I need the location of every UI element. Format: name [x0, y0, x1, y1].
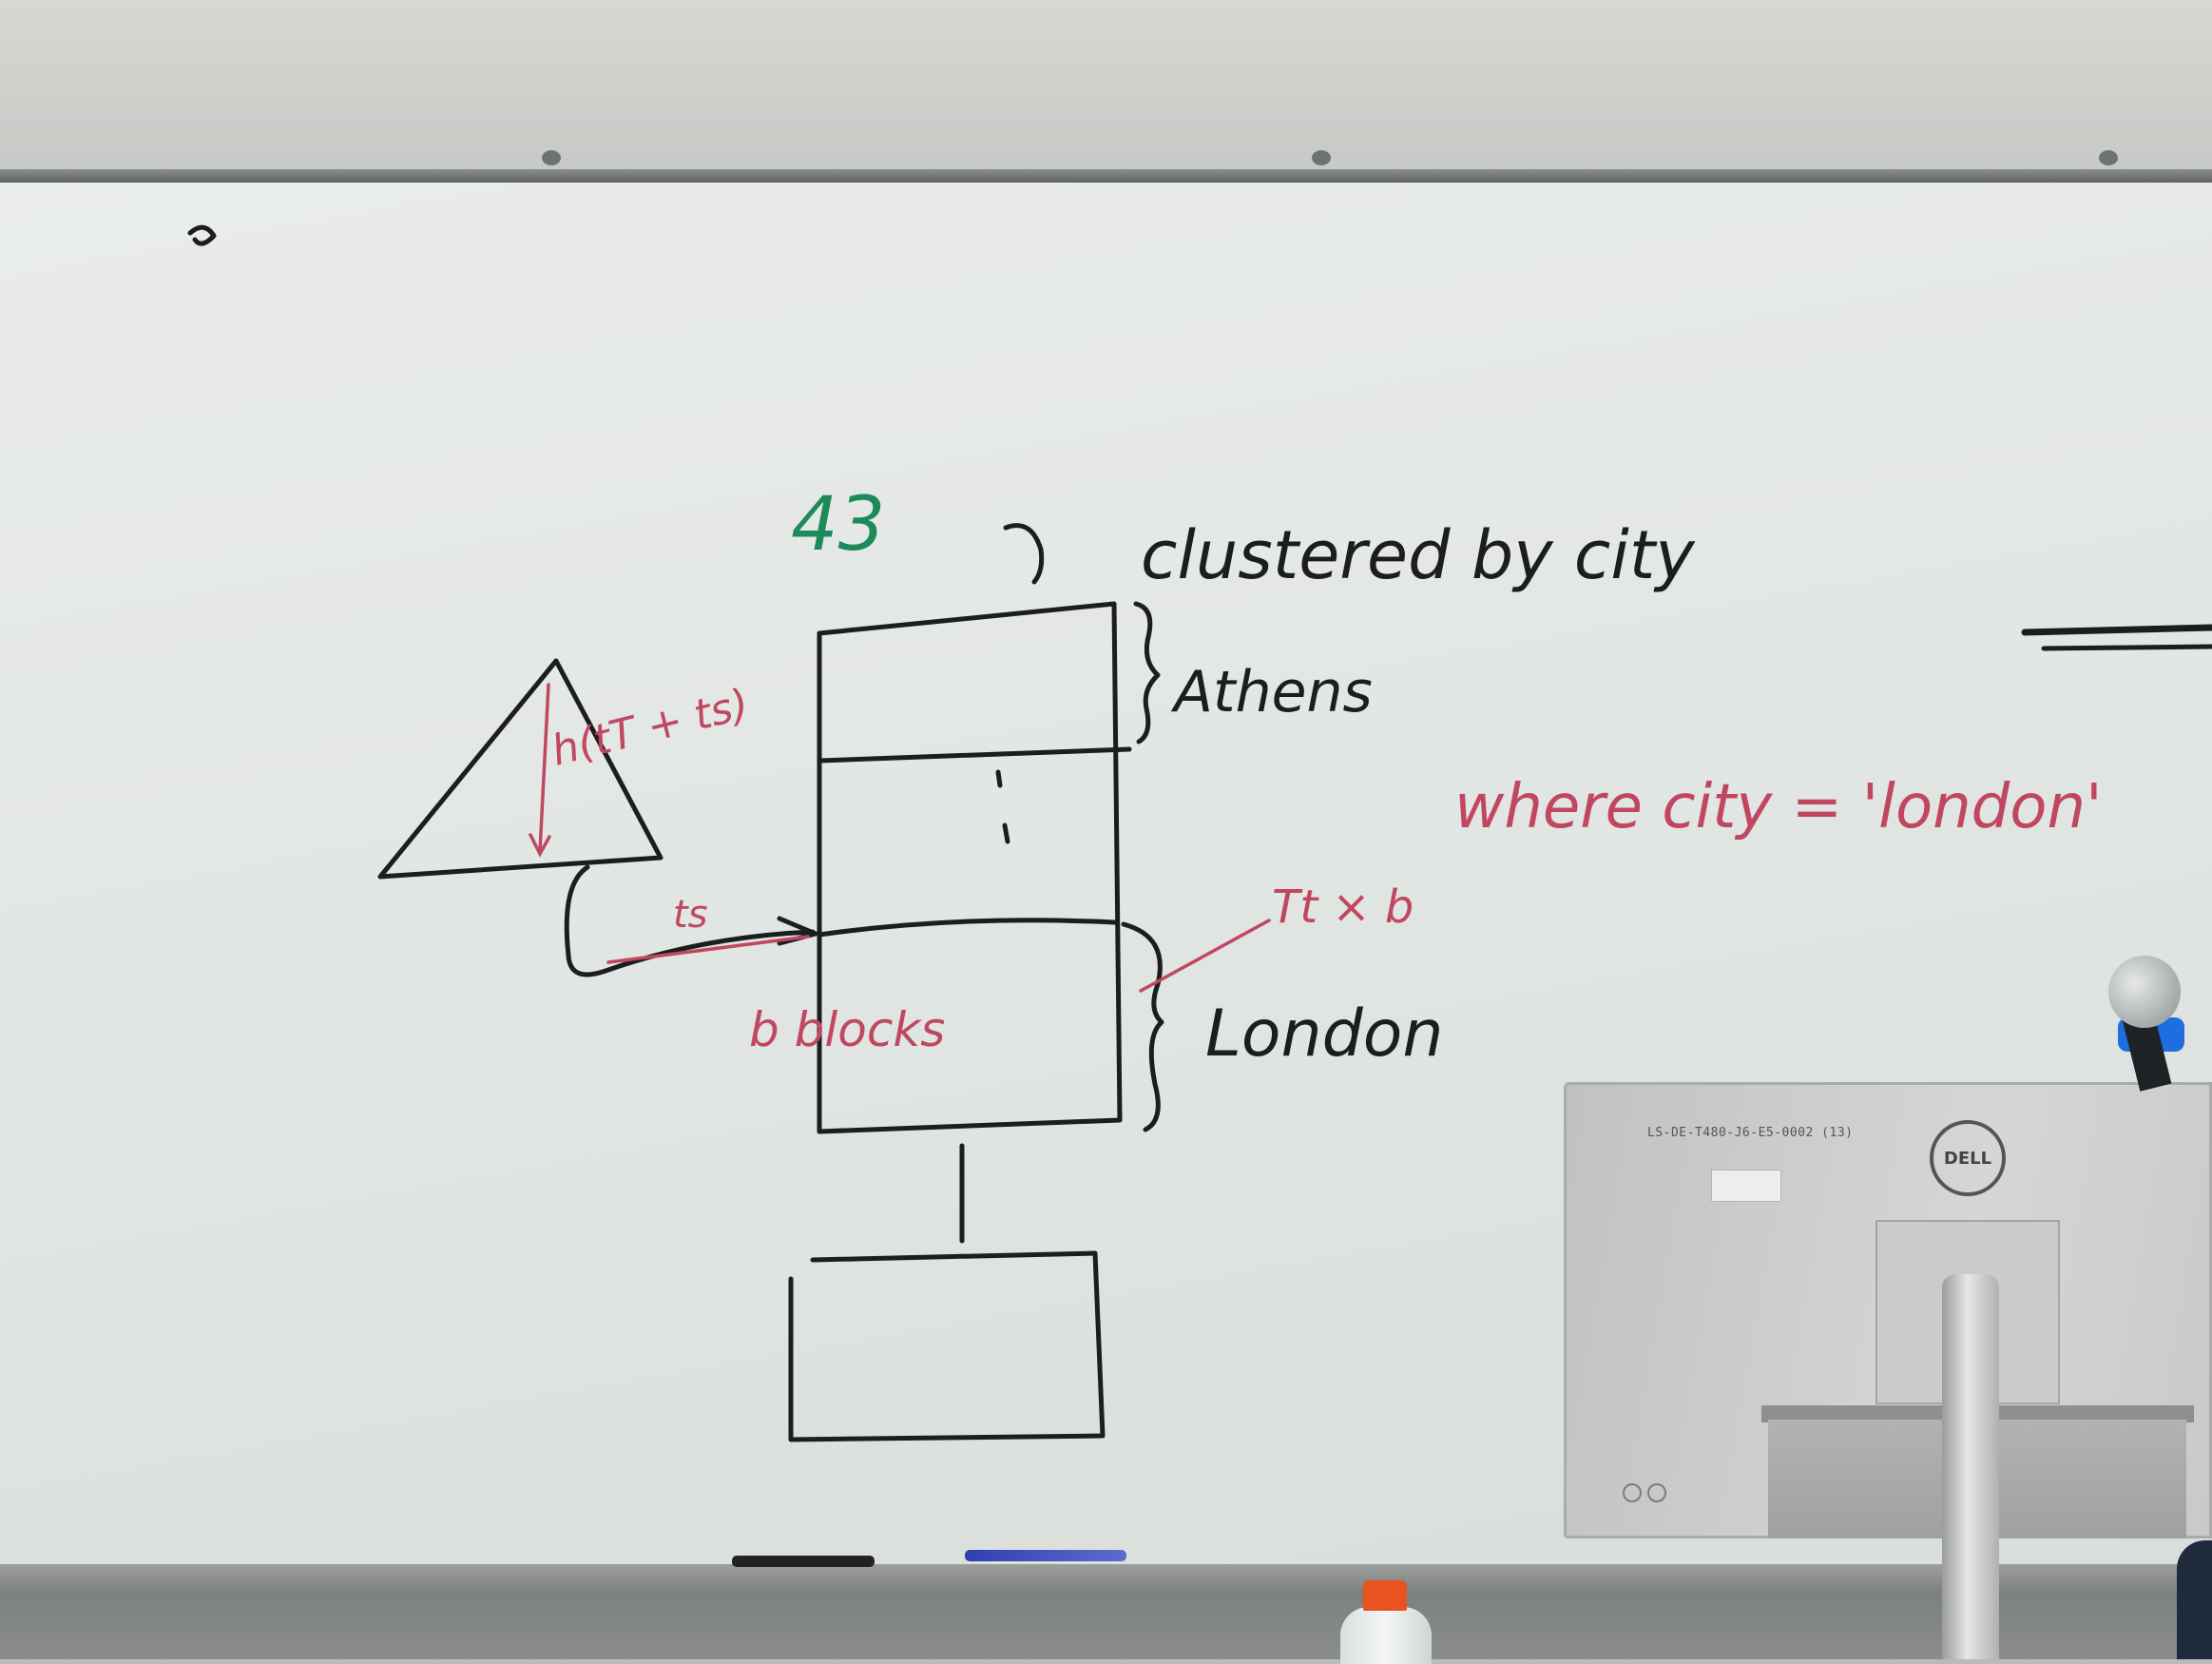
seek-label: ts: [673, 893, 708, 937]
index-triangle: [377, 658, 664, 880]
board-number: 43: [791, 482, 885, 568]
rail-screw: [1312, 150, 1331, 165]
monitor-stand: [1942, 1274, 1999, 1659]
marker-tray: [0, 1564, 2212, 1659]
athens-label: Athens: [1170, 659, 1373, 726]
athens-brace: [1133, 601, 1161, 745]
monitor: LS-DE-T480-J6-E5-0002 (13) DELL: [1564, 1082, 2212, 1538]
rail-screw: [542, 150, 561, 165]
top-rail: [0, 169, 2212, 183]
lower-box-outline: [788, 1250, 1106, 1442]
bottle-cap: [1363, 1580, 1407, 1611]
pointer-arrow: [564, 864, 816, 977]
athens-divider: [817, 746, 1132, 764]
monitor-button[interactable]: [1647, 1483, 1666, 1502]
cost-formula: h(tT + ts): [547, 680, 753, 776]
monitor-asset-tag: LS-DE-T480-J6-E5-0002 (13): [1647, 1126, 1854, 1140]
wall-top: [0, 0, 2212, 171]
water-bottle: [1340, 1607, 1432, 1664]
height-arrow: [538, 683, 550, 853]
clustered-note: clustered by city: [1141, 516, 1696, 594]
monitor-button[interactable]: [1623, 1483, 1642, 1502]
monitor-sticker: [1711, 1170, 1781, 1202]
london-brace: [1121, 921, 1164, 1132]
london-label: London: [1205, 996, 1443, 1072]
dell-logo-icon: DELL: [1930, 1120, 2006, 1196]
query-condition: where city = 'london': [1454, 772, 2103, 842]
chair-corner: [2177, 1540, 2212, 1659]
rail-screw: [2099, 150, 2118, 165]
table-box-outline: [817, 601, 1123, 1134]
transfer-line: [1139, 919, 1271, 993]
blocks-label: b blocks: [749, 1002, 945, 1057]
blue-marker[interactable]: [965, 1550, 1126, 1561]
transfer-label: Tt × b: [1272, 880, 1414, 934]
london-top-divider: [817, 918, 1117, 938]
black-marker[interactable]: [732, 1556, 875, 1567]
